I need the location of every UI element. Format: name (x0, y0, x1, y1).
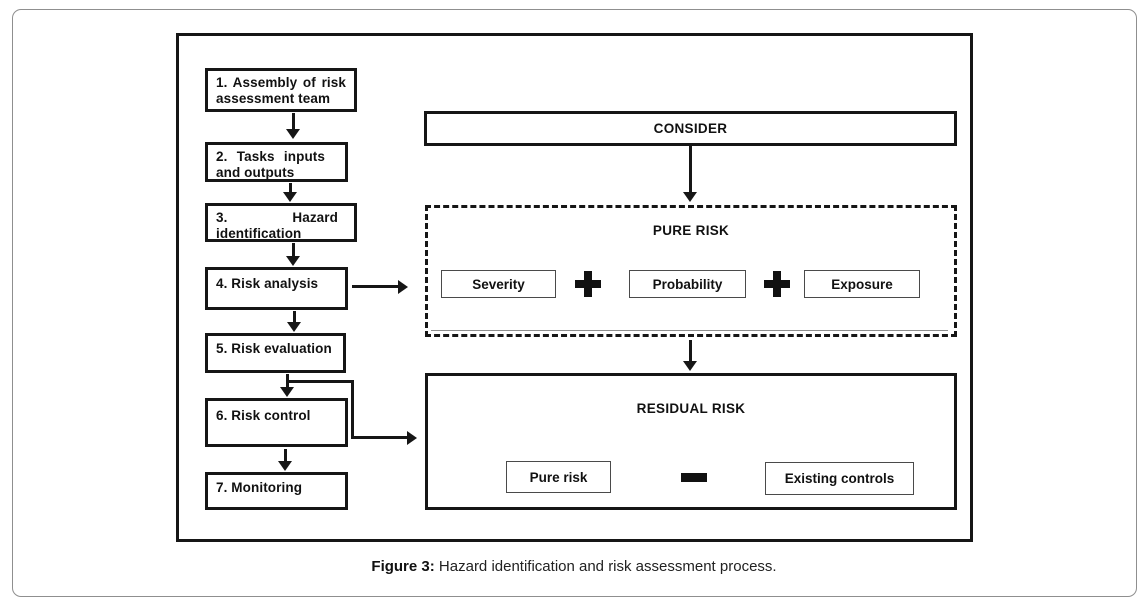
residual-risk-title: RESIDUAL RISK (636, 401, 746, 416)
plus-icon (575, 271, 601, 297)
operand-pure-risk: Pure risk (506, 461, 611, 493)
factor-probability: Probability (629, 270, 746, 298)
flow-step-3: 3. Hazard identification (205, 203, 357, 242)
figure-caption: Figure 3: Hazard identification and risk… (0, 558, 1148, 575)
flow-step-1: 1. Assembly of risk assessment team (205, 68, 357, 112)
consider-title: CONSIDER (653, 121, 728, 136)
flow-step-6: 6. Risk control (205, 398, 348, 447)
pure-risk-title: PURE RISK (652, 223, 730, 238)
flow-step-5: 5. Risk evaluation (205, 333, 346, 373)
figure-caption-label: Figure 3: (371, 558, 435, 575)
minus-icon (681, 473, 707, 482)
factor-exposure: Exposure (804, 270, 920, 298)
flow-step-7: 7. Monitoring (205, 472, 348, 510)
figure-caption-text: Hazard identification and risk assessmen… (438, 558, 777, 575)
operand-existing-controls: Existing controls (765, 462, 914, 495)
flow-step-4: 4. Risk analysis (205, 267, 348, 310)
plus-icon (764, 271, 790, 297)
divider-line (431, 330, 948, 331)
flow-step-2: 2. Tasks inputs and outputs (205, 142, 348, 182)
factor-severity: Severity (441, 270, 556, 298)
consider-box: CONSIDER (424, 111, 957, 146)
